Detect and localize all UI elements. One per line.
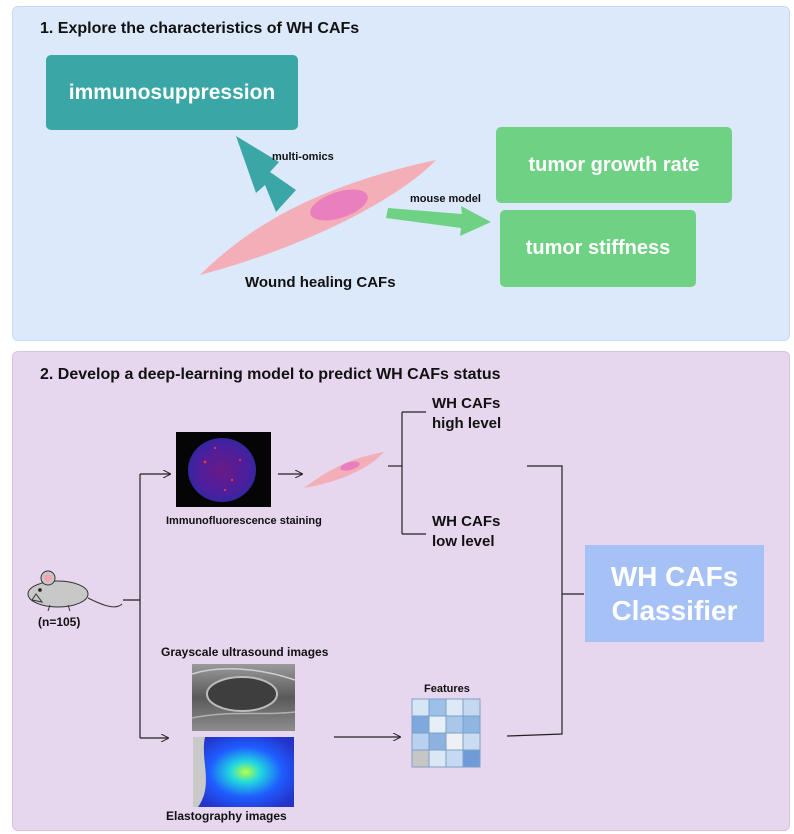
grayscale-ultrasound-label: Grayscale ultrasound images	[161, 645, 329, 659]
tumor-growth-rate-box: tumor growth rate	[496, 127, 732, 203]
low-line-1: WH CAFs	[432, 513, 501, 530]
immunosuppression-box: immunosuppression	[46, 55, 298, 130]
low-line-2: low level	[432, 533, 495, 550]
wh-cafs-low-level-label: WH CAFs low level	[432, 512, 500, 552]
multi-omics-label: multi-omics	[272, 151, 334, 163]
mouse-count-label: (n=105)	[38, 615, 81, 629]
mouse-model-label: mouse model	[410, 193, 481, 205]
classifier-line-2: Classifier	[611, 594, 738, 626]
classifier-line-1: WH CAFs	[610, 560, 739, 592]
high-line-1: WH CAFs	[432, 395, 501, 412]
wound-healing-cafs-label: Wound healing CAFs	[245, 274, 396, 291]
wh-cafs-classifier-box: WH CAFs Classifier	[585, 545, 764, 642]
elastography-image	[193, 737, 294, 807]
features-label: Features	[424, 683, 470, 695]
mouse-model-arrow	[386, 206, 491, 236]
tumor-stiffness-box: tumor stiffness	[500, 210, 696, 287]
branch-connectors	[123, 411, 584, 738]
section-1-title: 1. Explore the characteristics of WH CAF…	[40, 20, 360, 37]
grayscale-ultrasound-image	[191, 664, 296, 731]
immunofluorescence-label: Immunofluorescence staining	[166, 515, 322, 527]
features-grid	[411, 698, 481, 768]
high-line-2: high level	[432, 415, 502, 432]
wh-cafs-high-level-label: WH CAFs high level	[432, 394, 501, 434]
multi-omics-arrow	[236, 136, 296, 212]
immunofluorescence-image	[176, 432, 271, 507]
small-cell-nucleus	[340, 461, 360, 471]
section-2-title: 2. Develop a deep-learning model to pred…	[40, 366, 501, 383]
elastography-label: Elastography images	[166, 809, 287, 823]
mouse-icon	[27, 570, 123, 612]
cell-nucleus	[310, 189, 368, 221]
